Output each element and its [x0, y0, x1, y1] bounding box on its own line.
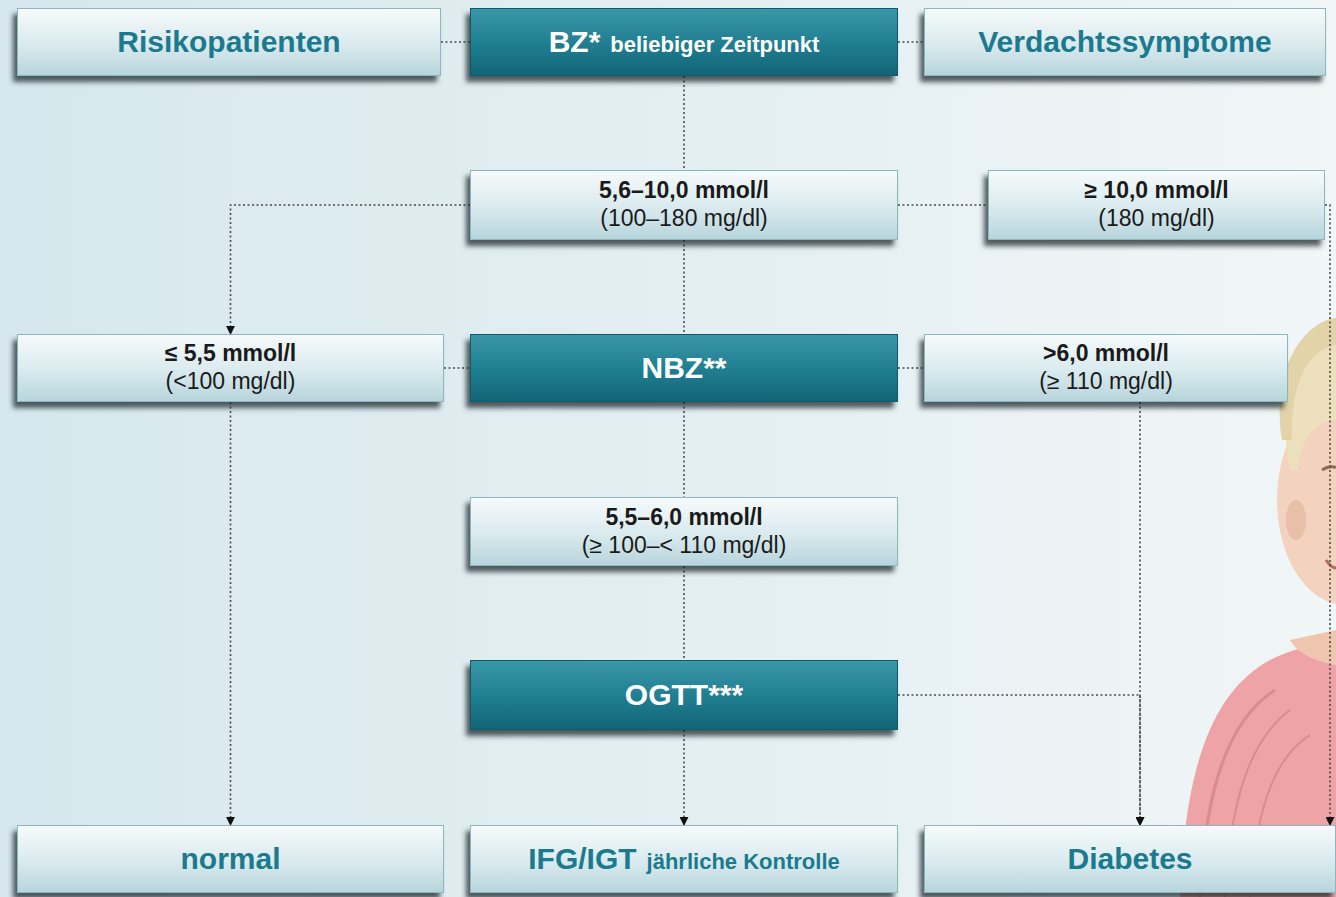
- node-text: IFG/IGT: [528, 841, 636, 877]
- dotted-connector: [683, 76, 685, 170]
- dotted-connector: [231, 205, 471, 334]
- start-box: BZ* beliebiger Zeitpunkt: [470, 8, 898, 76]
- dotted-connector: [898, 204, 988, 206]
- node-text: BZ*: [549, 24, 601, 60]
- node-text: jährliche Kontrolle: [647, 849, 840, 875]
- value-box: 5,6–10,0 mmol/l(100–180 mg/dl): [470, 170, 898, 240]
- dotted-connector: [230, 402, 232, 825]
- dotted-connector: [1139, 402, 1141, 825]
- node-text: >6,0 mmol/l: [1043, 340, 1169, 368]
- dotted-connector: [898, 695, 1140, 825]
- result-box: IFG/IGT jährliche Kontrolle: [470, 825, 898, 893]
- node-text: OGTT***: [625, 677, 743, 713]
- node-text: (≥ 100–< 110 mg/dl): [582, 532, 787, 560]
- node-text: 5,6–10,0 mmol/l: [599, 177, 769, 205]
- value-box: ≤ 5,5 mmol/l(<100 mg/dl): [17, 334, 444, 402]
- node-text: NBZ**: [641, 350, 726, 386]
- dotted-connector: [898, 367, 924, 369]
- value-box: >6,0 mmol/l(≥ 110 mg/dl): [924, 334, 1288, 402]
- node-text: (180 mg/dl): [1098, 205, 1214, 233]
- text-row: IFG/IGT jährliche Kontrolle: [528, 841, 839, 877]
- node-text: beliebiger Zeitpunkt: [610, 32, 819, 58]
- node-text: (100–180 mg/dl): [600, 205, 768, 233]
- node-text: Verdachtssymptome: [978, 24, 1271, 60]
- test-box: OGTT***: [470, 660, 898, 730]
- node-text: ≥ 10,0 mmol/l: [1084, 177, 1228, 205]
- value-box: 5,5–6,0 mmol/l(≥ 100–< 110 mg/dl): [470, 497, 898, 566]
- group-box: Risikopatienten: [17, 8, 441, 76]
- node-text: (<100 mg/dl): [166, 368, 296, 396]
- dotted-connector: [683, 566, 685, 660]
- node-text: (≥ 110 mg/dl): [1039, 368, 1173, 396]
- dotted-connector: [683, 730, 685, 825]
- node-text: 5,5–6,0 mmol/l: [605, 504, 762, 532]
- result-box: Diabetes: [924, 825, 1336, 893]
- text-row: BZ* beliebiger Zeitpunkt: [549, 24, 820, 60]
- dotted-connector: [683, 240, 685, 334]
- dotted-connector: [898, 41, 924, 43]
- node-text: Diabetes: [1067, 841, 1192, 877]
- node-text: Risikopatienten: [117, 24, 340, 60]
- test-box: NBZ**: [470, 334, 898, 402]
- result-box: normal: [17, 825, 444, 893]
- value-box: ≥ 10,0 mmol/l(180 mg/dl): [988, 170, 1325, 240]
- dotted-connector: [1325, 205, 1330, 825]
- node-text: ≤ 5,5 mmol/l: [165, 340, 297, 368]
- woman-figure: [1180, 318, 1336, 897]
- dotted-connector: [441, 41, 470, 43]
- group-box: Verdachtssymptome: [924, 8, 1326, 76]
- dotted-connector: [683, 402, 685, 497]
- dotted-connector: [444, 367, 470, 369]
- node-text: normal: [180, 841, 280, 877]
